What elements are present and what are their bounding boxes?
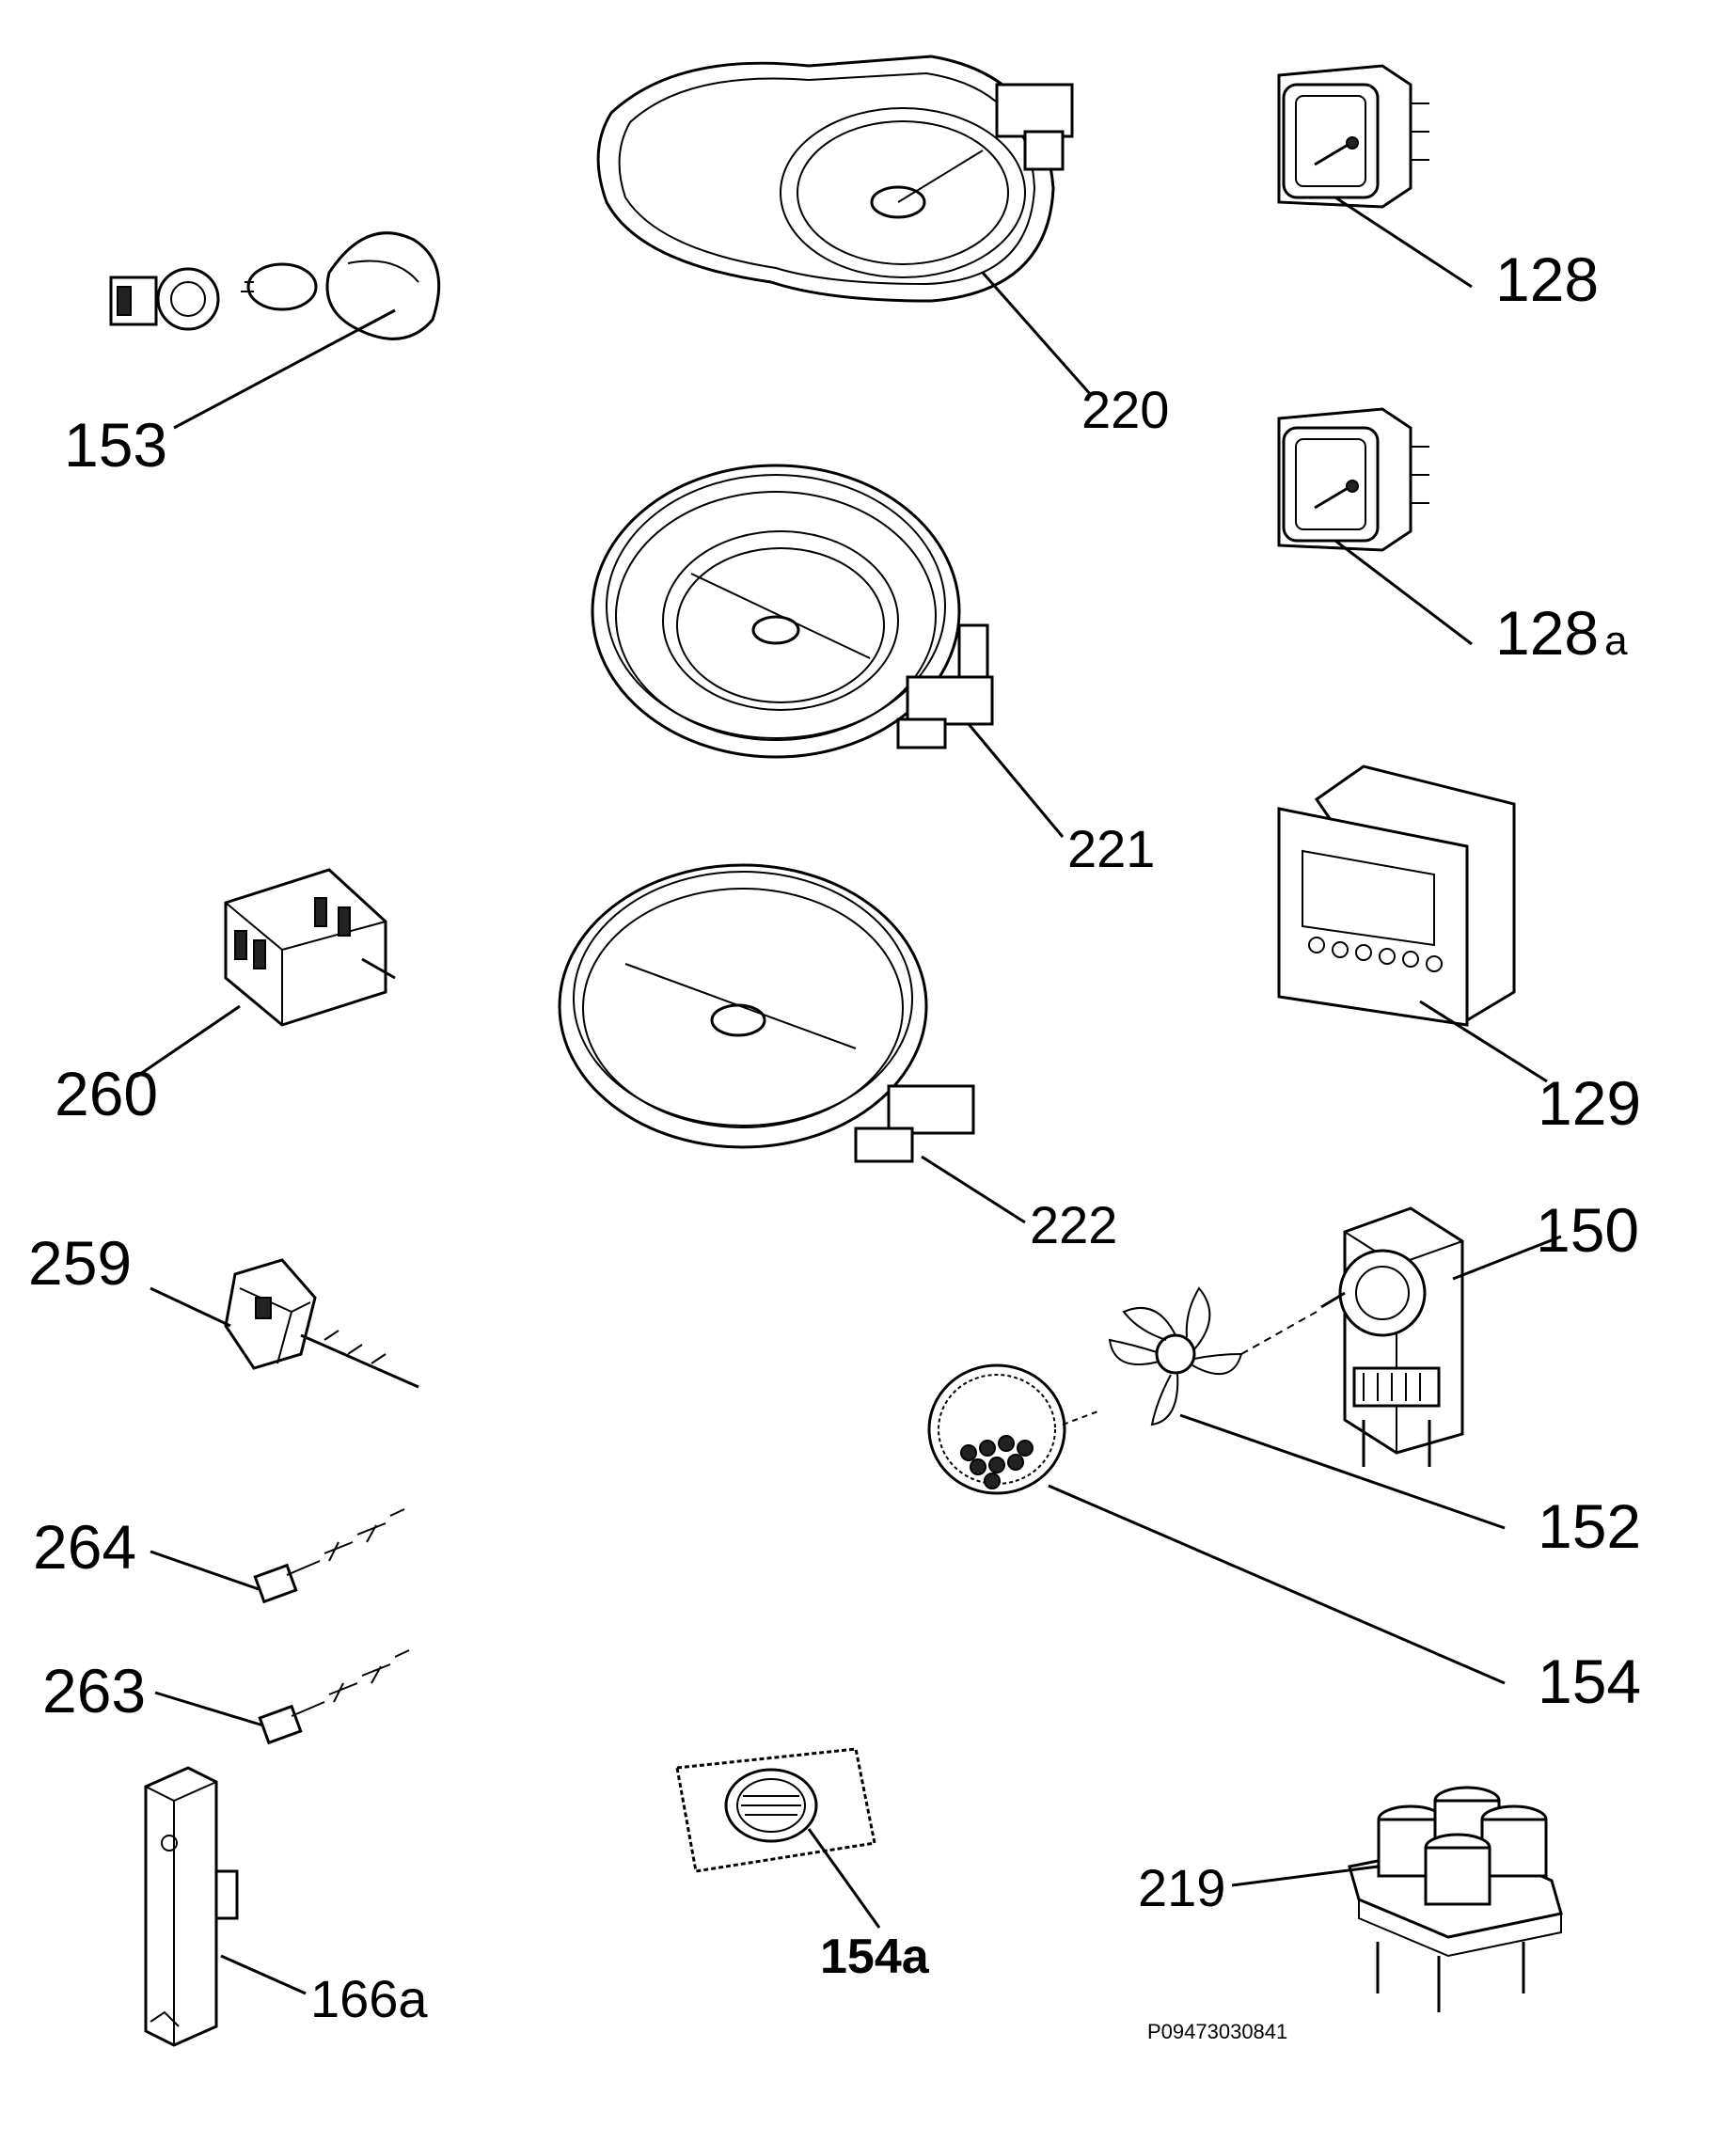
callout-154: 154	[1538, 1647, 1642, 1716]
callout-264: 264	[33, 1512, 137, 1582]
oval-dual-hotplate	[596, 55, 1093, 396]
fan-blade	[1108, 1286, 1506, 1530]
callout-222: 222	[1030, 1195, 1118, 1254]
limiter-264	[150, 1508, 405, 1604]
callout-128a-suffix: a	[1604, 618, 1628, 664]
capacitor-block	[1231, 1786, 1563, 2012]
electronic-programmer	[1277, 764, 1548, 1083]
limiter-263	[154, 1649, 410, 1745]
callout-166a: 166a	[310, 1969, 428, 2028]
energy-regulator-a	[1277, 407, 1473, 646]
fan-motor	[1320, 1206, 1562, 1467]
dual-circuit-hotplate	[591, 464, 1065, 838]
drawing-code: P09473030841	[1147, 2020, 1288, 2043]
callout-220: 220	[1081, 380, 1170, 439]
callout-219: 219	[1138, 1858, 1226, 1917]
grease-filter	[675, 1747, 881, 1929]
callout-128a-number: 128	[1495, 598, 1600, 668]
callout-259: 259	[28, 1228, 133, 1298]
callout-221: 221	[1067, 819, 1156, 878]
single-hotplate	[558, 863, 1026, 1224]
callout-153: 153	[64, 410, 168, 480]
bracket-166a	[144, 1766, 307, 2047]
fan-cover	[927, 1363, 1506, 1685]
energy-regulator	[1277, 64, 1473, 289]
oven-lamp-assembly	[109, 231, 441, 430]
callout-154a: 154a	[820, 1930, 929, 1984]
callout-129: 129	[1538, 1068, 1642, 1138]
callout-260: 260	[55, 1059, 159, 1128]
selector-switch	[135, 868, 396, 1079]
callout-128: 128	[1495, 244, 1600, 314]
callout-152: 152	[1538, 1491, 1642, 1561]
callout-263: 263	[42, 1656, 147, 1725]
callout-150: 150	[1536, 1195, 1640, 1265]
thermostat	[150, 1258, 419, 1389]
